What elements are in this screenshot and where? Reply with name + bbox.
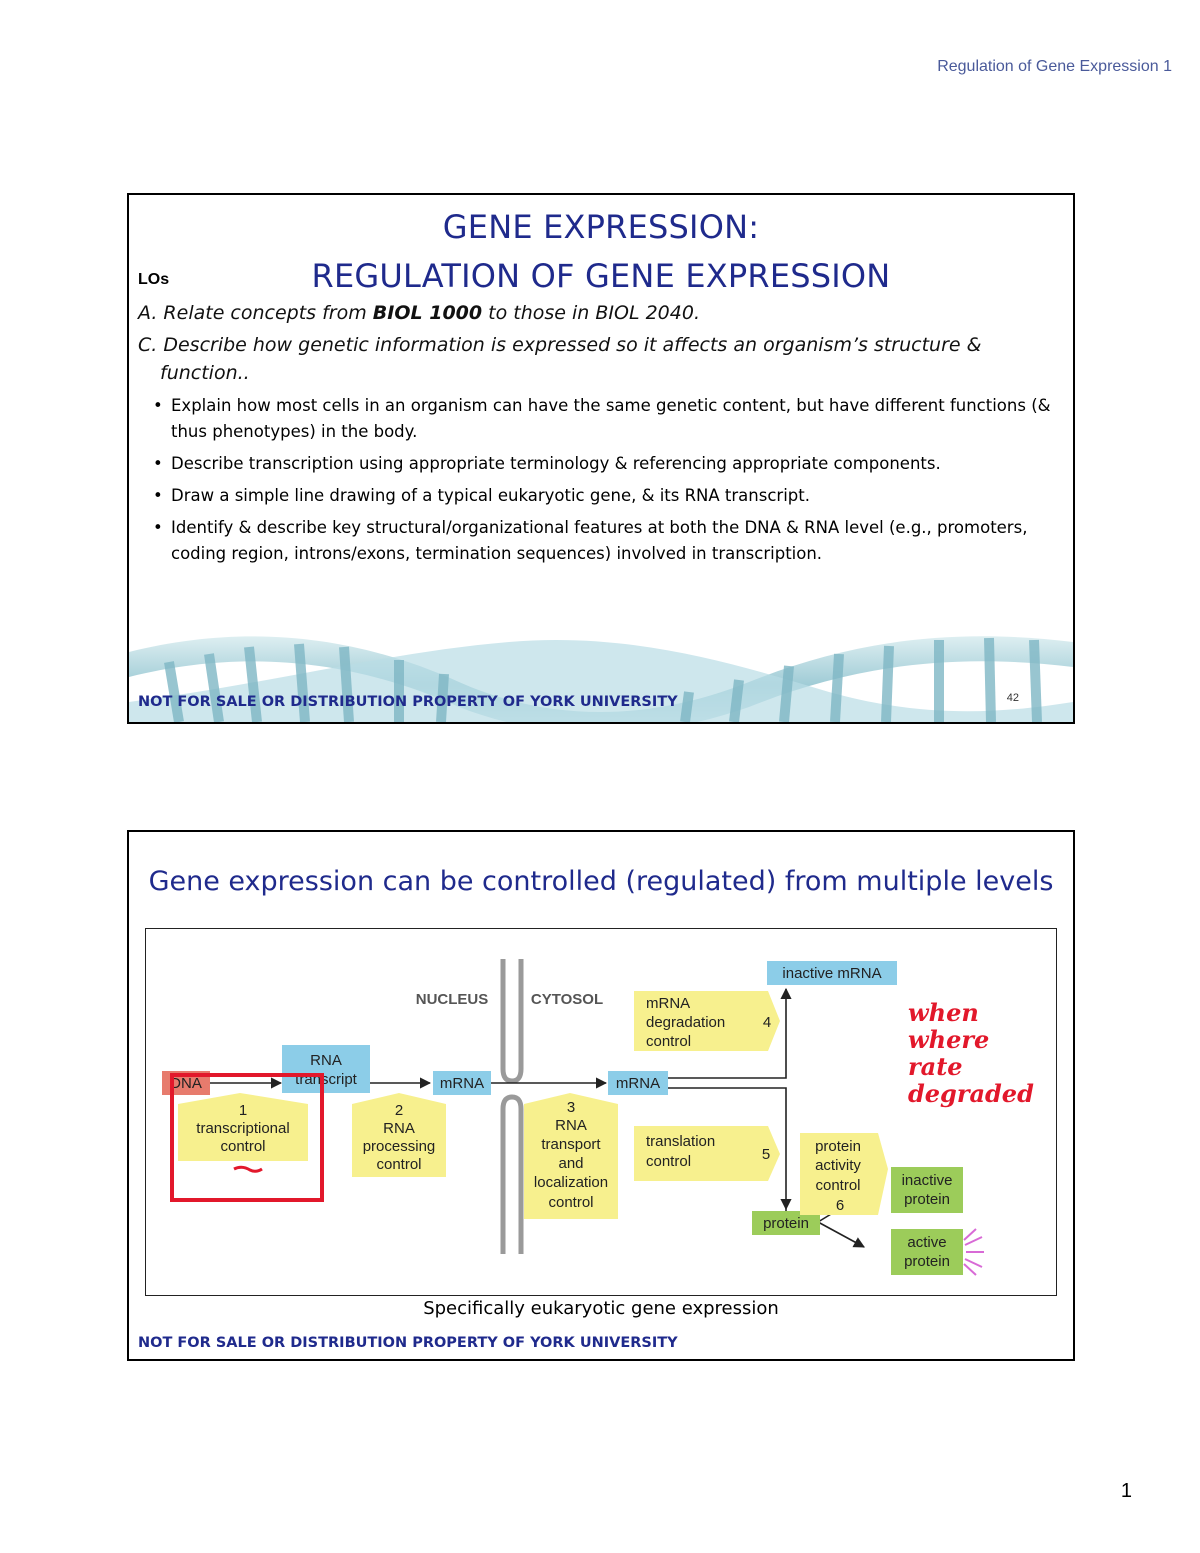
- active-protein-label-1: active: [907, 1234, 946, 1251]
- control-3-rna-transport: 3 RNA transport and localization control: [524, 1093, 618, 1219]
- control-5-translation: translation control 5: [634, 1126, 780, 1181]
- handwritten-notes: when where rate degraded: [908, 998, 1034, 1108]
- inactive-mrna-node: [767, 961, 897, 985]
- mrna-nucleus-node: [433, 1071, 491, 1095]
- rna-transcript-label-1: RNA: [310, 1052, 342, 1069]
- handwritten-note: degraded: [908, 1079, 1034, 1108]
- active-protein-label-2: protein: [904, 1253, 950, 1270]
- pathway-arrows: [208, 987, 865, 1248]
- handwritten-note: rate: [908, 1052, 963, 1081]
- control-label-line: localization: [534, 1174, 608, 1191]
- control-label-line: control: [376, 1156, 421, 1173]
- los-label: LOs: [138, 271, 170, 288]
- lo-c-line2: function..: [160, 362, 250, 384]
- control-label-line: RNA: [555, 1117, 587, 1134]
- slide-title-line1: GENE EXPRESSION:: [442, 208, 760, 246]
- distribution-notice: NOT FOR SALE OR DISTRIBUTION PROPERTY OF…: [138, 1335, 678, 1351]
- control-label-line: control: [815, 1177, 860, 1194]
- control-number: 2: [395, 1102, 403, 1119]
- cytosol-label: CYTOSOL: [531, 991, 603, 1008]
- control-label-line: protein: [815, 1138, 861, 1155]
- page-number: 1: [1120, 1480, 1132, 1502]
- control-label-line: activity: [815, 1157, 861, 1174]
- slide-title-line2: REGULATION OF GENE EXPRESSION: [311, 257, 891, 295]
- objective-bullets: Explain how most cells in an organism ca…: [153, 393, 1053, 573]
- slide-title: Gene expression can be controlled (regul…: [148, 866, 1054, 897]
- annotation-highlight-box: [170, 1073, 324, 1202]
- control-number: 1: [239, 1102, 247, 1119]
- inactive-protein-node: [891, 1167, 963, 1213]
- distribution-notice: NOT FOR SALE OR DISTRIBUTION PROPERTY OF…: [138, 694, 678, 710]
- control-label-line: transport: [541, 1136, 601, 1153]
- lo-a-prefix: A. Relate concepts from: [138, 302, 373, 324]
- bullet-item: Draw a simple line drawing of a typical …: [153, 483, 1053, 509]
- regulation-diagram: NUCLEUS CYTOSOL DNA RNA transcript: [145, 928, 1057, 1296]
- running-header: Regulation of Gene Expression 1: [937, 58, 1172, 75]
- lo-c-line1: C. Describe how genetic information is e…: [138, 334, 982, 356]
- regulation-diagram-svg: NUCLEUS CYTOSOL DNA RNA transcript: [162, 959, 1034, 1276]
- mrna-cytosol-node: [608, 1071, 668, 1095]
- control-label-line: translation: [646, 1133, 715, 1150]
- control-label-line: control: [646, 1153, 691, 1170]
- control-label-line: and: [558, 1155, 583, 1172]
- control-4-mrna-degradation: mRNA degradation control 4: [634, 991, 780, 1051]
- handwritten-note: where: [908, 1025, 989, 1054]
- control-label-line: control: [548, 1194, 593, 1211]
- inactive-protein-label-1: inactive: [902, 1172, 953, 1189]
- rna-transcript-node: [282, 1045, 370, 1093]
- annotation-squiggle: [233, 1165, 263, 1173]
- control-number: 5: [762, 1146, 770, 1163]
- control-2-rna-processing: 2 RNA processing control: [352, 1093, 446, 1177]
- control-label-line: processing: [363, 1138, 436, 1155]
- nucleus-label: NUCLEUS: [416, 991, 489, 1008]
- control-label-line: degradation: [646, 1014, 725, 1031]
- dna-label: DNA: [170, 1075, 202, 1092]
- control-label-line: control: [646, 1033, 691, 1050]
- activity-starburst-icon: [963, 1228, 984, 1276]
- lo-a-suffix: to those in BIOL 2040.: [482, 302, 700, 324]
- control-label-line: transcriptional: [196, 1120, 289, 1137]
- diagram-caption: Specifically eukaryotic gene expression: [423, 1298, 779, 1319]
- slide-regulation-levels: Gene expression can be controlled (regul…: [127, 830, 1075, 1361]
- control-1-transcriptional: 1 transcriptional control: [178, 1093, 308, 1161]
- learning-objective-a: A. Relate concepts from BIOL 1000 to tho…: [138, 299, 1058, 327]
- slide-number: 42: [1006, 692, 1019, 704]
- bullet-item: Explain how most cells in an organism ca…: [153, 393, 1053, 445]
- control-label-line: RNA: [383, 1120, 415, 1137]
- inactive-protein-label-2: protein: [904, 1191, 950, 1208]
- bullet-item: Describe transcription using appropriate…: [153, 451, 1053, 477]
- slide-learning-objectives: GENE EXPRESSION: REGULATION OF GENE EXPR…: [127, 193, 1075, 724]
- lo-a-course: BIOL 1000: [372, 302, 483, 324]
- control-label-line: control: [220, 1138, 265, 1155]
- active-protein-node: [891, 1229, 963, 1275]
- control-6-protein-activity: protein activity control 6: [800, 1133, 888, 1215]
- control-number: 4: [763, 1014, 771, 1031]
- control-number: 3: [567, 1099, 575, 1116]
- protein-label: protein: [763, 1215, 809, 1232]
- inactive-mrna-label: inactive mRNA: [782, 965, 881, 982]
- mrna-cytosol-label: mRNA: [616, 1075, 660, 1092]
- bullet-item: Identify & describe key structural/organ…: [153, 515, 1053, 567]
- dna-helix-decoration: [129, 636, 1073, 722]
- control-label-line: mRNA: [646, 995, 690, 1012]
- control-number: 6: [836, 1197, 844, 1214]
- mrna-nucleus-label: mRNA: [440, 1075, 484, 1092]
- nuclear-envelope: [500, 959, 524, 1254]
- handwritten-note: when: [908, 998, 979, 1027]
- learning-objective-c: C. Describe how genetic information is e…: [138, 331, 1058, 387]
